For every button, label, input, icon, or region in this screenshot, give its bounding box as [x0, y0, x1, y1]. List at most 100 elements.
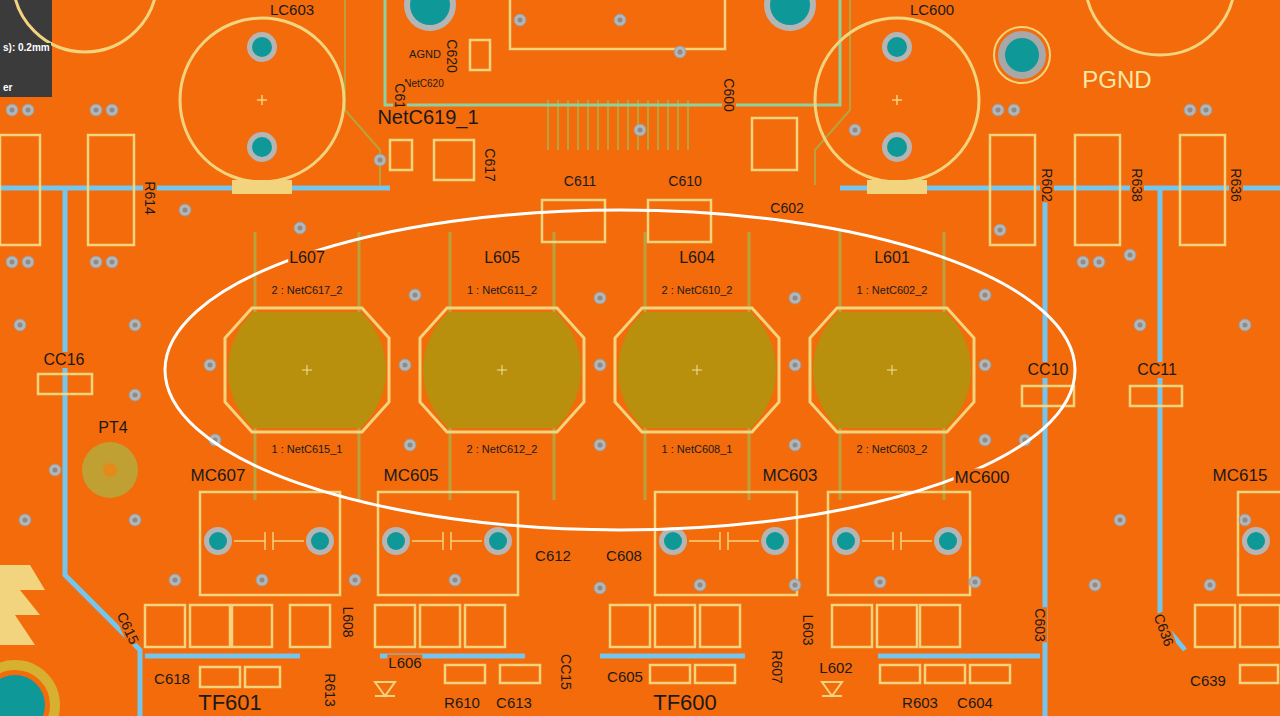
via	[1008, 104, 1020, 116]
inductor-pad-art	[807, 250, 977, 464]
via-hole	[53, 468, 58, 473]
reference-designator: C617	[483, 147, 497, 182]
component-outline	[145, 605, 185, 647]
trace	[553, 232, 556, 312]
via	[1134, 319, 1146, 331]
reference-designator: R610	[443, 695, 481, 710]
via-hole	[10, 260, 15, 265]
via-hole	[1012, 108, 1017, 113]
via-hole	[1118, 518, 1123, 523]
via-hole	[173, 578, 178, 583]
center-mark	[887, 365, 897, 375]
component-outline	[877, 605, 917, 647]
capacitor-outline	[1238, 492, 1280, 595]
component-outline	[375, 605, 415, 647]
through-hole-pad	[382, 527, 410, 555]
via	[19, 514, 31, 526]
component-outline	[290, 605, 330, 647]
reference-designator: L605	[483, 250, 521, 266]
via-hole	[18, 323, 23, 328]
capacitor-outline	[180, 18, 344, 182]
trace	[667, 100, 669, 150]
through-hole-pad	[761, 527, 789, 555]
diode-symbol	[375, 682, 395, 696]
via	[674, 46, 686, 58]
reference-designator: R613	[323, 672, 337, 707]
via	[374, 154, 386, 166]
center-mark	[692, 365, 702, 375]
reference-designator: TF601	[197, 692, 263, 714]
trace	[687, 100, 689, 150]
reference-designator: TF600	[652, 692, 718, 714]
via-hole	[378, 158, 383, 163]
via	[49, 464, 61, 476]
via-hole	[983, 293, 988, 298]
reference-designator: C639	[1189, 673, 1227, 688]
via-hole	[1128, 253, 1133, 258]
trace	[943, 232, 946, 312]
reference-designator: MC615	[1212, 467, 1269, 484]
reference-designator: CC10	[1027, 362, 1070, 378]
trace	[839, 426, 842, 500]
via-hole	[353, 578, 358, 583]
component-outline	[752, 118, 797, 170]
via	[256, 574, 268, 586]
via-hole	[94, 108, 99, 113]
reference-designator: C612	[534, 548, 572, 563]
film-capacitors	[200, 492, 1280, 595]
via-hole	[698, 583, 703, 588]
via	[129, 319, 141, 331]
component-outline	[1130, 386, 1182, 406]
trace	[597, 100, 599, 150]
capacitor-outline	[378, 492, 518, 595]
via	[1114, 514, 1126, 526]
trace	[647, 100, 649, 150]
component-outline	[465, 605, 505, 647]
capacitor-symbol	[689, 532, 759, 550]
reference-designator: PT4	[97, 420, 128, 436]
via-hole	[1093, 583, 1098, 588]
trace	[577, 100, 579, 150]
via	[789, 359, 801, 371]
through-hole	[387, 532, 405, 550]
component-outline	[88, 135, 134, 245]
reference-designator: MC603	[762, 467, 819, 484]
component-outline	[1240, 665, 1278, 683]
component-outline	[648, 200, 711, 242]
inductor-pad	[228, 312, 386, 428]
via	[22, 104, 34, 116]
through-hole	[887, 37, 907, 57]
test-point	[82, 442, 138, 498]
through-hole-pad	[1242, 527, 1270, 555]
reference-designator: C618	[153, 671, 191, 686]
component-outline	[880, 665, 920, 683]
highlight-ellipse	[165, 210, 1075, 530]
via	[14, 319, 26, 331]
component-outline	[990, 135, 1035, 245]
polarity-mark	[257, 95, 267, 105]
pad-net-label: 2 : NetC610_2	[661, 285, 734, 296]
trace	[839, 232, 842, 312]
via-hole	[453, 578, 458, 583]
through-hole	[311, 532, 329, 550]
via-hole	[1097, 260, 1102, 265]
inductor-pad-art	[612, 250, 782, 464]
via-hole	[878, 580, 883, 585]
via-hole	[1243, 323, 1248, 328]
pad-net-label: 2 : NetC617_2	[271, 285, 344, 296]
mounting-hole	[0, 675, 45, 716]
via	[1077, 256, 1089, 268]
inductor-pad	[813, 312, 971, 428]
via-hole	[996, 108, 1001, 113]
via-hole	[260, 578, 265, 583]
inductor-footprint: L6011 : NetC602_22 : NetC603_2	[807, 250, 977, 464]
capacitor-tab	[867, 180, 927, 194]
via-hole	[518, 18, 523, 23]
trace	[748, 232, 751, 312]
via-hole	[133, 518, 138, 523]
reference-designator: MC605	[383, 467, 440, 484]
trace	[617, 100, 619, 150]
via	[294, 222, 306, 234]
via-hole	[208, 363, 213, 368]
via-hole	[110, 108, 115, 113]
